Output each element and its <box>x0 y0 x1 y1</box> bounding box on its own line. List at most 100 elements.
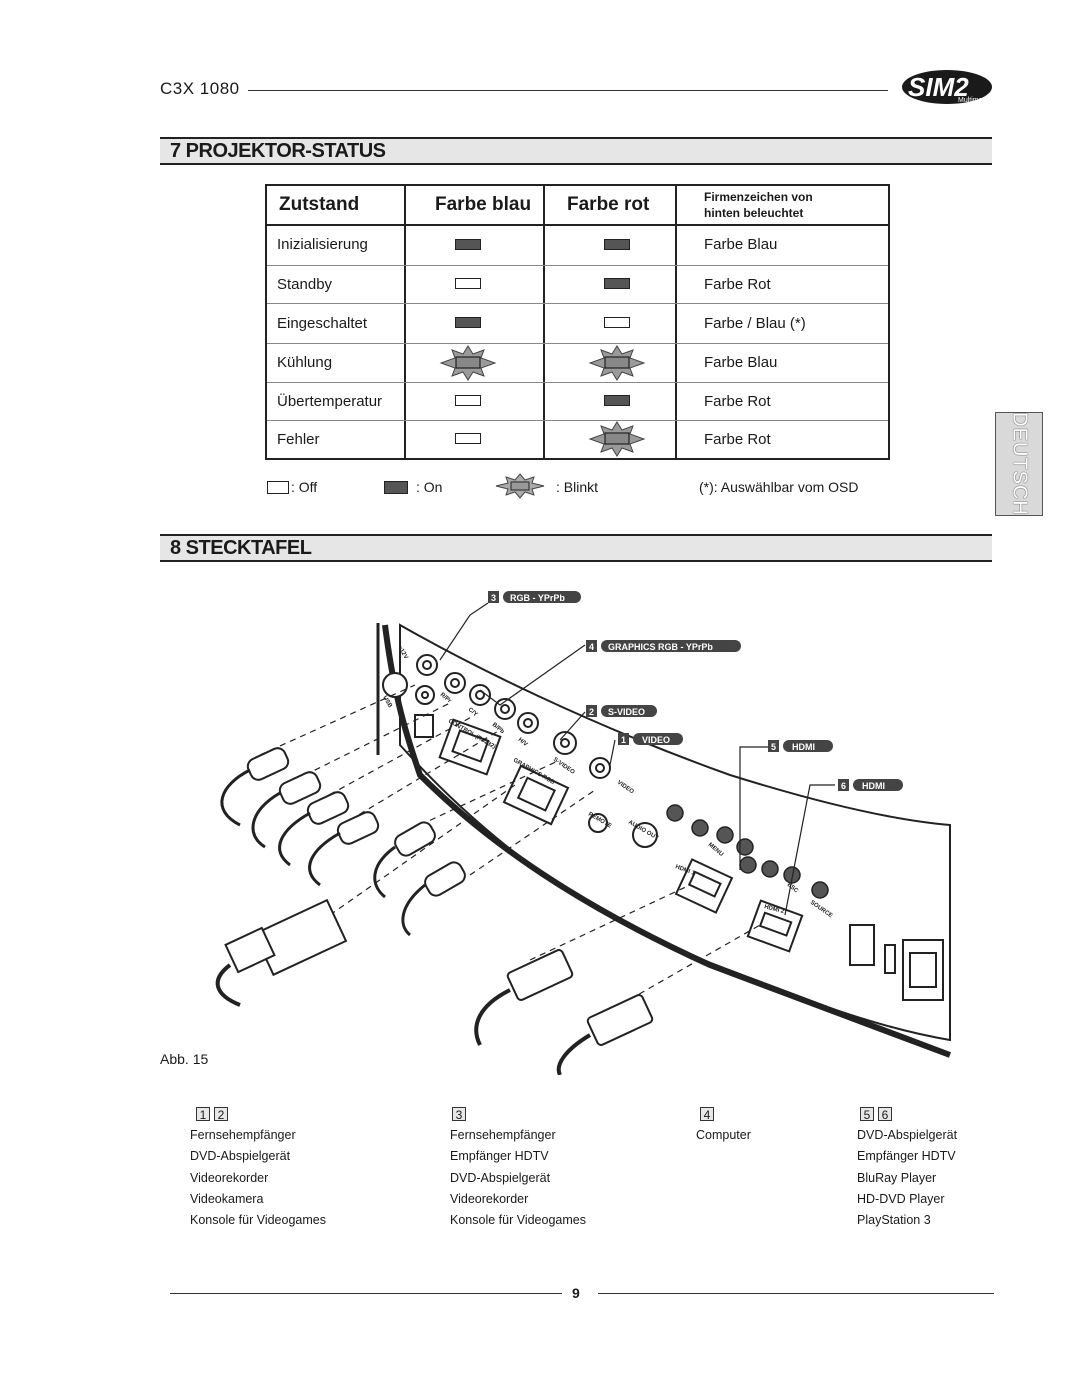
legend-off-label: : Off <box>291 479 318 495</box>
header-logo: Firmenzeichen von hinten beleuchtet <box>704 186 813 224</box>
logo-text: SIM2 <box>908 72 969 102</box>
callout-label: HDMI <box>862 781 885 791</box>
header-rule <box>248 90 888 91</box>
device-item: Konsole für Videogames <box>190 1213 326 1228</box>
device-number-box: 6 <box>878 1107 892 1122</box>
state-label: Fehler <box>277 430 320 448</box>
device-number-box: 4 <box>700 1107 714 1122</box>
device-number-box: 3 <box>452 1107 466 1122</box>
header-red: Farbe rot <box>567 194 650 215</box>
logo-color-label: Farbe / Blau (*) <box>704 314 806 332</box>
red-indicator-blink <box>588 421 646 457</box>
panel-label: H/V <box>517 737 529 748</box>
state-label: Übertemperatur <box>277 392 383 410</box>
state-label: Standby <box>277 275 333 293</box>
table-row: Eingeschaltet Farbe / Blau (*) <box>267 303 888 344</box>
language-tab: DEUTSCH <box>995 412 1043 516</box>
header-state: Zutstand <box>279 194 360 215</box>
device-item: Videorekorder <box>190 1170 269 1185</box>
logo-color-label: Farbe Rot <box>704 275 771 293</box>
callout-num: 1 <box>621 735 626 745</box>
device-item: Videorekorder <box>450 1191 529 1206</box>
legend-off-swatch <box>267 481 289 494</box>
callout-num: 4 <box>589 642 594 652</box>
blue-indicator-off <box>455 278 481 289</box>
device-list: Computer <box>696 1125 751 1146</box>
red-indicator-off <box>604 317 630 328</box>
device-item: Computer <box>696 1128 751 1142</box>
device-item: Empfänger HDTV <box>450 1149 549 1164</box>
footer-rule-right <box>598 1293 994 1294</box>
legend-note: (*): Auswählbar vom OSD <box>699 479 859 495</box>
table-row: Standby Farbe Rot <box>267 265 888 304</box>
logo-color-label: Farbe Rot <box>704 430 771 448</box>
legend-on-label: : On <box>416 479 443 495</box>
logo-color-label: Farbe Blau <box>704 354 778 371</box>
logo-color-label: Farbe Rot <box>704 392 771 410</box>
device-item: DVD-Abspielgerät <box>857 1128 958 1142</box>
status-table: Zutstand Farbe blau Farbe rot Firmenzeic… <box>265 184 890 460</box>
panel-label: USB <box>381 695 393 710</box>
table-row: Inizialisierung Farbe Blau <box>267 224 888 266</box>
panel-label: HDMI 2 <box>763 904 785 915</box>
state-label: Kühlung <box>277 354 333 371</box>
device-item: Videokamera <box>190 1191 264 1206</box>
section-title: 7 PROJEKTOR-STATUS <box>170 140 386 162</box>
blue-indicator-on <box>455 317 481 328</box>
header-blue: Farbe blau <box>435 194 532 215</box>
sim2-logo: SIM2 Multimedia <box>902 70 992 104</box>
device-group-numbers: 3 <box>452 1107 466 1122</box>
header-logo-line2: hinten beleuchtet <box>704 206 804 220</box>
device-item: Empfänger HDTV <box>857 1149 956 1164</box>
callout-label: GRAPHICS RGB - YPrPb <box>608 642 713 652</box>
footer-rule-left <box>170 1293 562 1294</box>
device-number-box: 5 <box>860 1107 874 1122</box>
callout-num: 5 <box>771 742 776 752</box>
panel-label: C/Y <box>467 707 479 718</box>
blue-indicator-off <box>455 433 481 444</box>
page-number: 9 <box>572 1285 580 1301</box>
red-indicator-on <box>604 278 630 289</box>
callout-label: HDMI <box>792 742 815 752</box>
device-item: Konsole für Videogames <box>450 1213 586 1228</box>
device-item: DVD-Abspielgerät <box>190 1149 291 1164</box>
device-item: BluRay Player <box>857 1170 937 1185</box>
section-heading-panel: 8 STECKTAFEL <box>160 534 992 562</box>
table-row: Übertemperatur Farbe Rot <box>267 382 888 421</box>
callout-label: S-VIDEO <box>608 707 645 717</box>
state-label: Eingeschaltet <box>277 314 368 332</box>
callout-label: VIDEO <box>642 735 670 745</box>
section-title: 8 STECKTAFEL <box>170 537 312 559</box>
blue-indicator-on <box>455 239 481 250</box>
device-item: Fernsehempfänger <box>190 1128 296 1142</box>
figure-caption: Abb. 15 <box>160 1051 209 1067</box>
device-number-box: 2 <box>214 1107 228 1122</box>
callout-num: 3 <box>491 593 496 603</box>
section-heading-status: 7 PROJEKTOR-STATUS <box>160 137 992 165</box>
device-number-box: 1 <box>196 1107 210 1122</box>
legend-on-swatch <box>384 481 408 494</box>
logo-sub: Multimedia <box>958 97 992 104</box>
model-name: C3X 1080 <box>160 79 240 98</box>
device-item: Fernsehempfänger <box>450 1128 556 1142</box>
legend-blink-label: : Blinkt <box>556 479 599 495</box>
red-indicator-blink <box>588 345 646 381</box>
red-indicator-on <box>604 395 630 406</box>
connection-panel-figure: 3 RGB - YPrPb 4 GRAPHICS RGB - YPrPb 2 S… <box>215 591 952 1075</box>
header-logo-line1: Firmenzeichen von <box>704 190 813 204</box>
device-item: DVD-Abspielgerät <box>450 1170 551 1185</box>
red-indicator-on <box>604 239 630 250</box>
state-label: Inizialisierung <box>277 236 368 253</box>
column-divider <box>543 186 545 458</box>
callout-label: RGB - YPrPb <box>510 593 565 603</box>
blue-indicator-off <box>455 395 481 406</box>
device-group-numbers: 4 <box>700 1107 714 1122</box>
language-label: DEUTSCH <box>1008 412 1031 516</box>
column-divider <box>404 186 406 458</box>
logo-color-label: Farbe Blau <box>704 236 778 253</box>
